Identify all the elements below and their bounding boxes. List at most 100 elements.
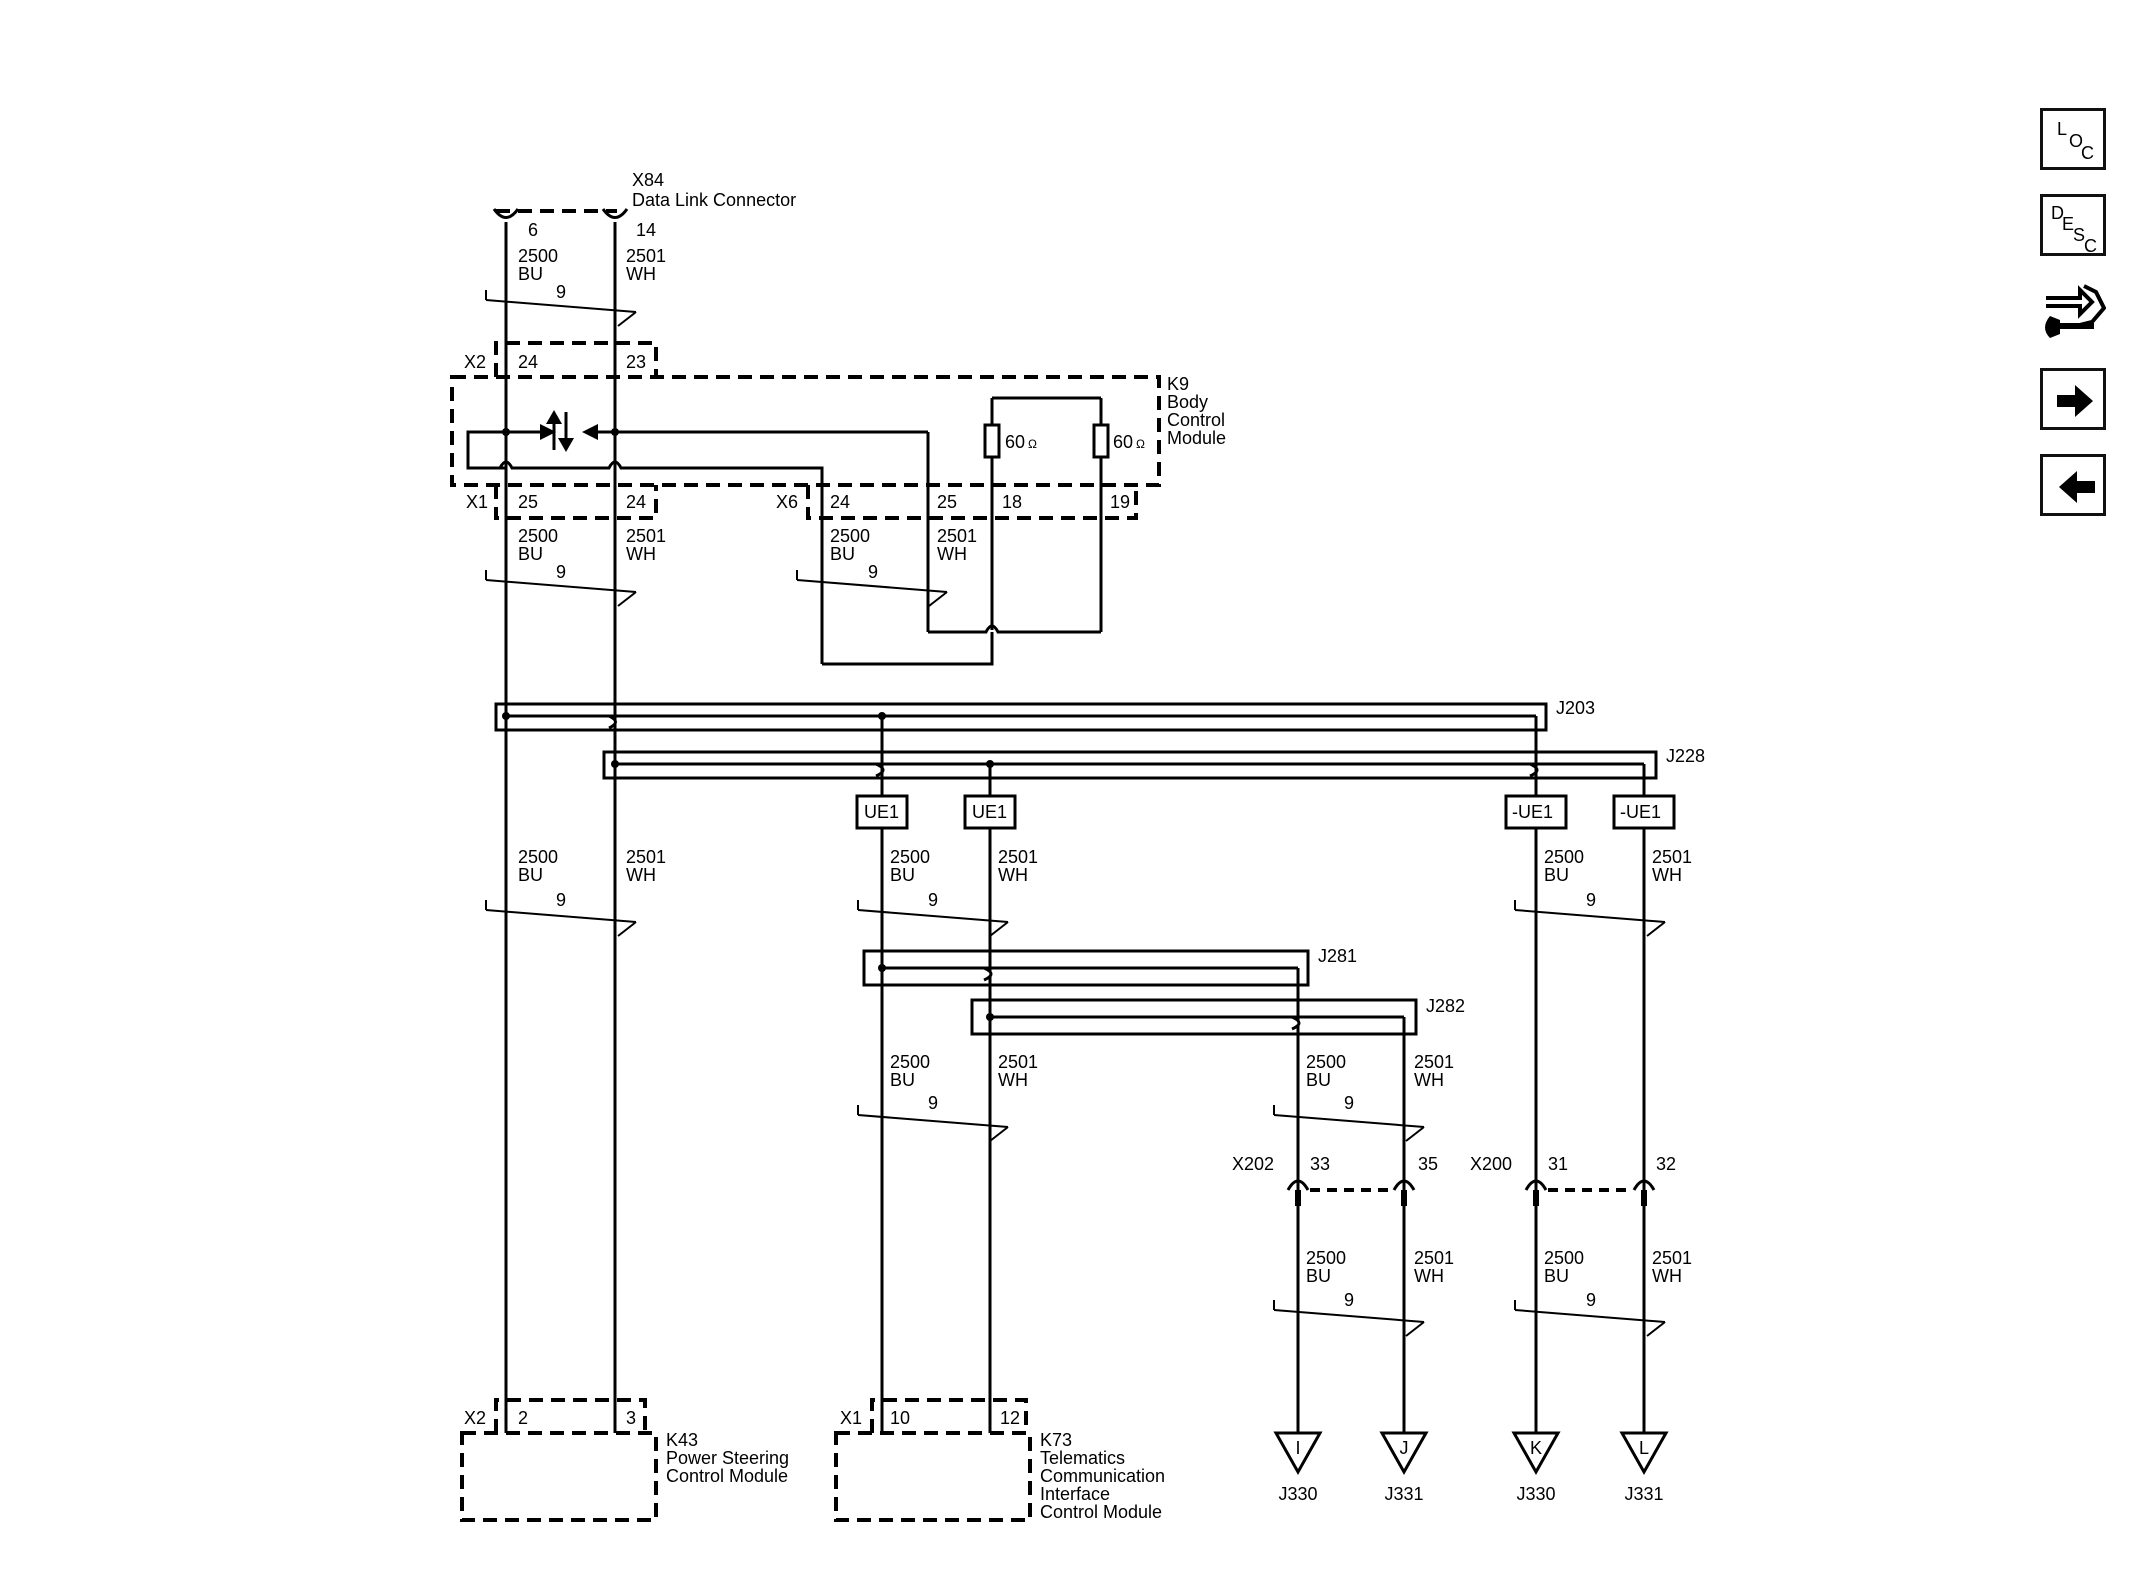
pin-label: 35	[1418, 1154, 1438, 1174]
offpage-letter: I	[1295, 1438, 1300, 1458]
k9-x6-connector	[806, 485, 1138, 520]
service-tool-button[interactable]	[2040, 278, 2107, 350]
offpage-ref[interactable]: J331	[1624, 1484, 1663, 1504]
description-button[interactable]: D E S C	[2040, 194, 2106, 256]
twist-count: 9	[556, 890, 566, 910]
twist-count: 9	[1586, 1290, 1596, 1310]
x202-connector	[1286, 1179, 1416, 1206]
offpage-triangle-l[interactable]	[1619, 1431, 1669, 1476]
splice-pack-j282	[970, 998, 1418, 1036]
option-not-ue1-1	[1504, 794, 1568, 830]
connector-id: X200	[1470, 1154, 1512, 1174]
x84-name: Data Link Connector	[632, 190, 796, 210]
offpage-triangle-k[interactable]	[1511, 1431, 1561, 1476]
connector-id: X1	[840, 1408, 862, 1428]
wire-color: BU	[518, 264, 543, 284]
k73-telematics-module	[834, 1431, 1032, 1522]
next-page-button[interactable]	[2040, 368, 2106, 430]
wire-color: BU	[518, 544, 543, 564]
twist-count: 9	[1344, 1290, 1354, 1310]
splice-pack-j281	[862, 949, 1310, 987]
offpage-triangle-j[interactable]	[1379, 1431, 1429, 1476]
k73-x1-connector	[870, 1398, 1028, 1433]
x200-connector	[1524, 1179, 1656, 1206]
wire-circuit: 2500	[830, 526, 870, 546]
wire-color: WH	[998, 865, 1028, 885]
twist-count: 9	[1586, 890, 1596, 910]
splice-label: J203	[1556, 698, 1595, 718]
x84-id: X84	[632, 170, 664, 190]
previous-page-button[interactable]	[2040, 454, 2106, 516]
pin-label: 2	[518, 1408, 528, 1428]
wire-circuit: 2501	[626, 246, 666, 266]
pin-label: 3	[626, 1408, 636, 1428]
twist-count: 9	[928, 1093, 938, 1113]
svg-text:D: D	[2051, 203, 2064, 223]
wire-circuit: 2500	[518, 847, 558, 867]
module-name: Telematics	[1040, 1448, 1125, 1468]
wire-circuit: 2501	[1414, 1248, 1454, 1268]
module-name: Control Module	[1040, 1502, 1162, 1522]
wire-color: BU	[890, 865, 915, 885]
module-name: Power Steering	[666, 1448, 789, 1468]
arrow-left-icon	[2059, 471, 2095, 503]
module-name: Communication	[1040, 1466, 1165, 1486]
connector-id: X1	[466, 492, 488, 512]
wire-color: BU	[1544, 865, 1569, 885]
wire-circuit: 2501	[1414, 1052, 1454, 1072]
module-id: K9	[1167, 374, 1189, 394]
wire-color: WH	[626, 544, 656, 564]
option-label: UE1	[864, 802, 899, 822]
option-label: -UE1	[1620, 802, 1661, 822]
offpage-letter: L	[1639, 1438, 1649, 1458]
resistor-unit: Ω	[1136, 437, 1145, 451]
offpage-ref[interactable]: J330	[1278, 1484, 1317, 1504]
wire-circuit: 2501	[937, 526, 977, 546]
option-label: UE1	[972, 802, 1007, 822]
svg-text:O: O	[2069, 131, 2083, 151]
pin-label: 12	[1000, 1408, 1020, 1428]
wire-color: BU	[830, 544, 855, 564]
pin-label: 24	[830, 492, 850, 512]
k9-body-control-module	[450, 375, 1161, 487]
k9-x1-connector	[494, 485, 658, 520]
offpage-letter: K	[1530, 1438, 1542, 1458]
wire-color: WH	[1414, 1070, 1444, 1090]
module-name: Control Module	[666, 1466, 788, 1486]
resistor-value: 60	[1113, 432, 1133, 452]
offpage-ref[interactable]: J331	[1384, 1484, 1423, 1504]
offpage-ref[interactable]: J330	[1516, 1484, 1555, 1504]
option-ue1-1	[855, 794, 909, 830]
pin-label: 33	[1310, 1154, 1330, 1174]
wire-circuit: 2500	[1306, 1052, 1346, 1072]
pin-label: 32	[1656, 1154, 1676, 1174]
wire-color: WH	[626, 865, 656, 885]
pin-label: 31	[1548, 1154, 1568, 1174]
module-id: K73	[1040, 1430, 1072, 1450]
module-name: Module	[1167, 428, 1226, 448]
resistor-60ohm-1	[983, 423, 1001, 459]
pin-label: 25	[518, 492, 538, 512]
k9-x2-connector	[494, 341, 658, 377]
module-name: Control	[1167, 410, 1225, 430]
wire-circuit: 2500	[890, 1052, 930, 1072]
pin-label: 24	[626, 492, 646, 512]
desc-icon: D E S C	[2051, 203, 2097, 256]
pin-label: 10	[890, 1408, 910, 1428]
wire-circuit: 2500	[1544, 847, 1584, 867]
offpage-triangle-i[interactable]	[1273, 1431, 1323, 1476]
wire-color: BU	[1306, 1266, 1331, 1286]
wire-color: WH	[626, 264, 656, 284]
loc-icon: L O C	[2057, 119, 2094, 163]
module-name: Body	[1167, 392, 1208, 412]
arrow-right-icon	[2057, 385, 2093, 417]
wire-circuit: 2500	[1544, 1248, 1584, 1268]
resistor-unit: Ω	[1028, 437, 1037, 451]
wire-color: WH	[1652, 865, 1682, 885]
pin-label: 24	[518, 352, 538, 372]
wire-circuit: 2501	[998, 847, 1038, 867]
option-ue1-2	[963, 794, 1017, 830]
location-button[interactable]: L O C	[2040, 108, 2106, 170]
wire-circuit: 2500	[518, 526, 558, 546]
